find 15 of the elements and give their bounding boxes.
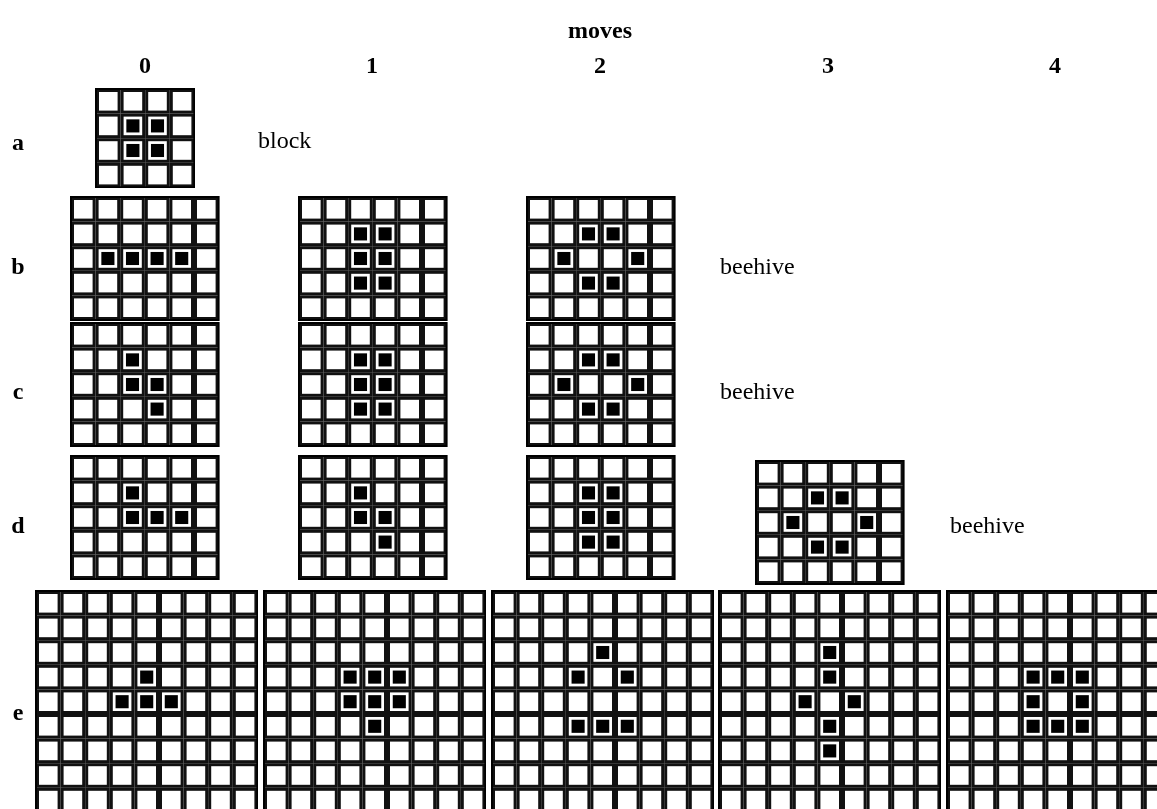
row-letter: a	[12, 130, 24, 154]
column-number: 0	[139, 53, 151, 77]
column-number: 4	[1049, 53, 1061, 77]
row-letter: d	[11, 513, 25, 537]
column-number: 3	[822, 53, 834, 77]
row-letter: e	[12, 700, 24, 724]
pattern-name: block	[258, 128, 312, 152]
column-number: 1	[366, 53, 378, 77]
pattern-name: beehive	[950, 513, 1025, 537]
pattern-name: beehive	[720, 379, 795, 403]
pattern-name: beehive	[720, 254, 795, 278]
row-letter: b	[11, 254, 25, 278]
axis-title: moves	[568, 18, 632, 42]
column-number: 2	[594, 53, 606, 77]
row-letter: c	[12, 379, 24, 403]
